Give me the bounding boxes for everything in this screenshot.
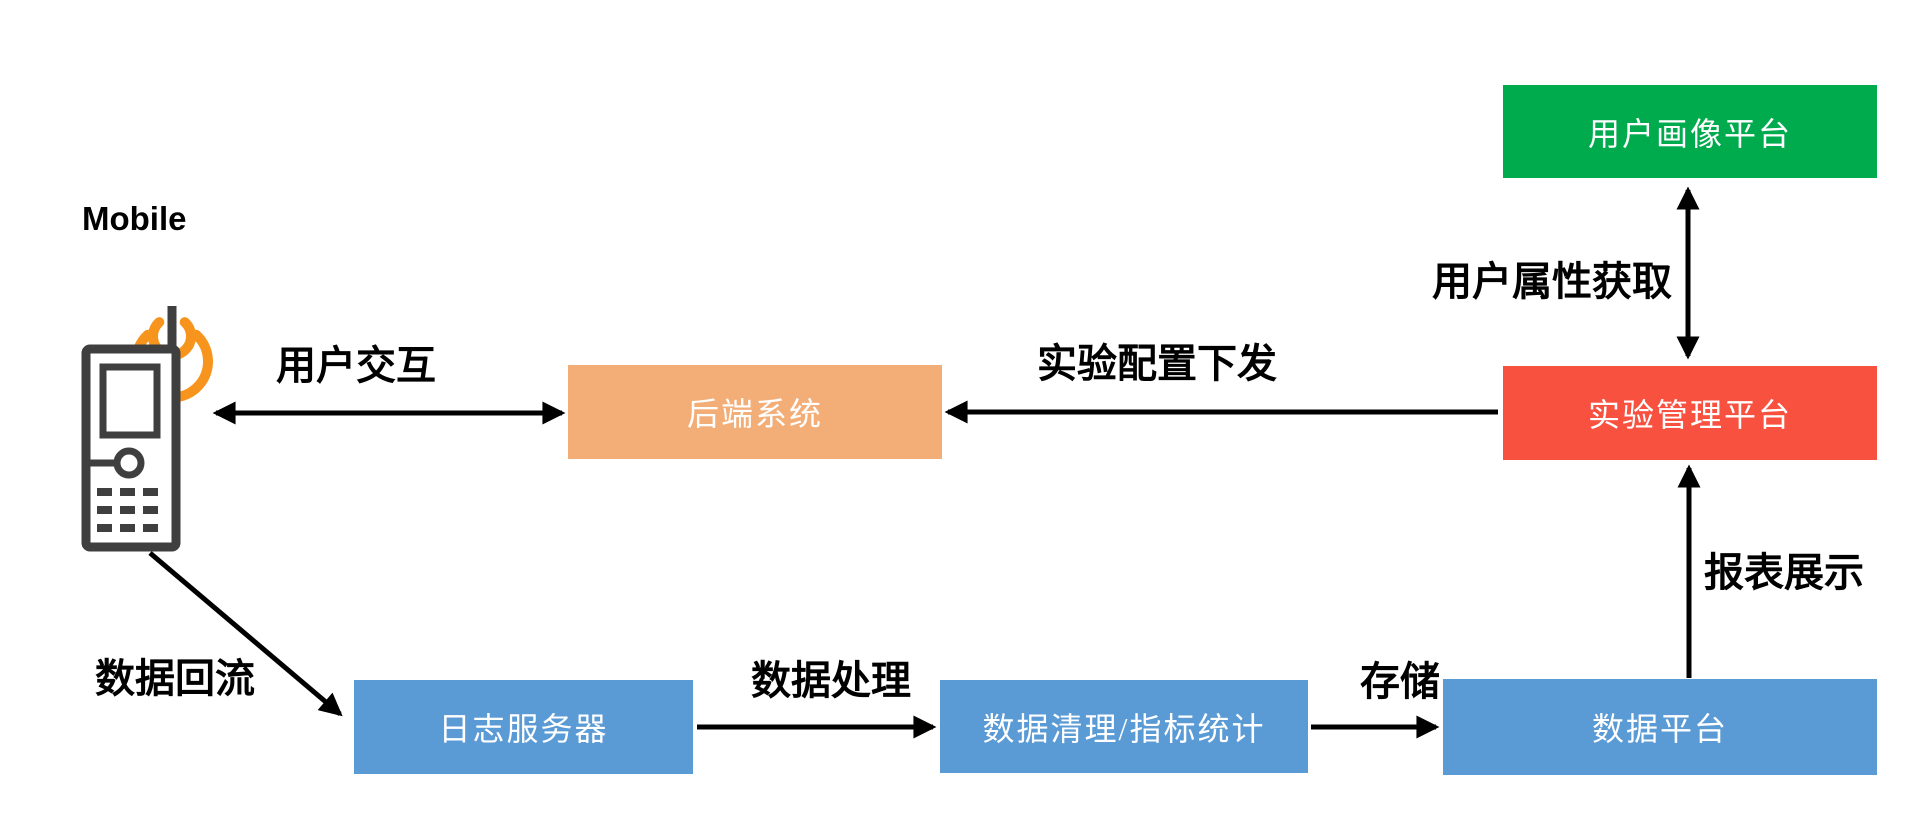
edge-label-storage: 存储 — [1360, 659, 1440, 704]
phone-keypad — [97, 488, 158, 532]
phone-screen — [99, 363, 161, 439]
edge-label-config-distribution: 实验配置下发 — [1037, 341, 1277, 386]
mobile-label: Mobile — [82, 200, 187, 237]
phone-button — [113, 447, 145, 479]
mobile-phone-icon — [81, 306, 213, 552]
node-user-profile-platform: 用户画像平台 — [1503, 85, 1877, 178]
node-data-cleaning-metrics: 数据清理/指标统计 — [940, 680, 1308, 773]
edge-label-data-processing: 数据处理 — [751, 658, 911, 703]
node-backend-system: 后端系统 — [568, 365, 942, 459]
edge-label-user-attribute: 用户属性获取 — [1432, 259, 1672, 304]
edge-label-user-interaction: 用户交互 — [276, 343, 436, 388]
edge-label-report-display: 报表展示 — [1704, 550, 1864, 595]
arrow-data-backflow — [148, 551, 343, 717]
node-experiment-management-platform: 实验管理平台 — [1503, 366, 1877, 460]
node-data-platform: 数据平台 — [1443, 679, 1877, 775]
node-log-server: 日志服务器 — [354, 680, 693, 774]
edge-label-data-backflow: 数据回流 — [95, 656, 255, 701]
